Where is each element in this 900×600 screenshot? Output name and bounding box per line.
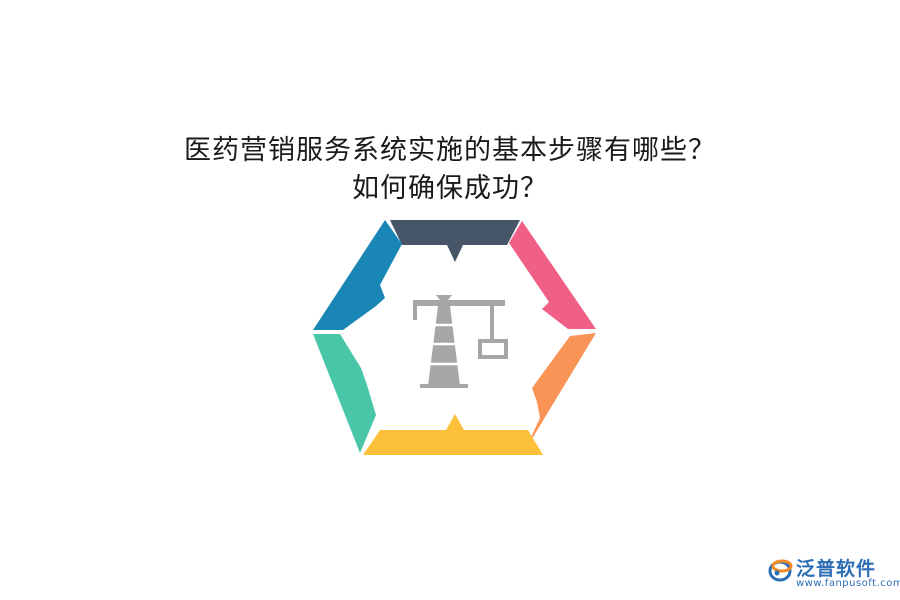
segment-upper-left (313, 220, 402, 330)
crane-load (478, 339, 508, 359)
logo-name: 泛普软件 (796, 558, 877, 580)
crane-lattice (430, 323, 458, 366)
crane-jib (413, 300, 505, 306)
segment-upper-right (509, 221, 596, 329)
crane-top (436, 295, 452, 300)
segment-bottom (363, 414, 543, 455)
crane-counterweight (413, 300, 417, 320)
tower-crane-icon (413, 295, 508, 388)
title-line-1: 医药营销服务系统实施的基本步骤有哪些？ (184, 135, 716, 166)
page-title: 医药营销服务系统实施的基本步骤有哪些？ 如何确保成功？ (0, 132, 900, 208)
brand-logo: 泛普软件 www.fanpusoft.com (768, 552, 900, 596)
crane-cable (490, 306, 494, 342)
segment-lower-right (524, 333, 596, 452)
logo-url: www.fanpusoft.com (796, 578, 900, 589)
segment-lower-left (313, 334, 376, 453)
crane-base (420, 384, 468, 388)
logo-mark-icon (768, 559, 793, 582)
segment-top (390, 220, 520, 262)
title-line-2: 如何确保成功？ (352, 173, 548, 204)
crane-mast (428, 306, 460, 386)
hexagon-cycle-diagram (313, 220, 596, 455)
